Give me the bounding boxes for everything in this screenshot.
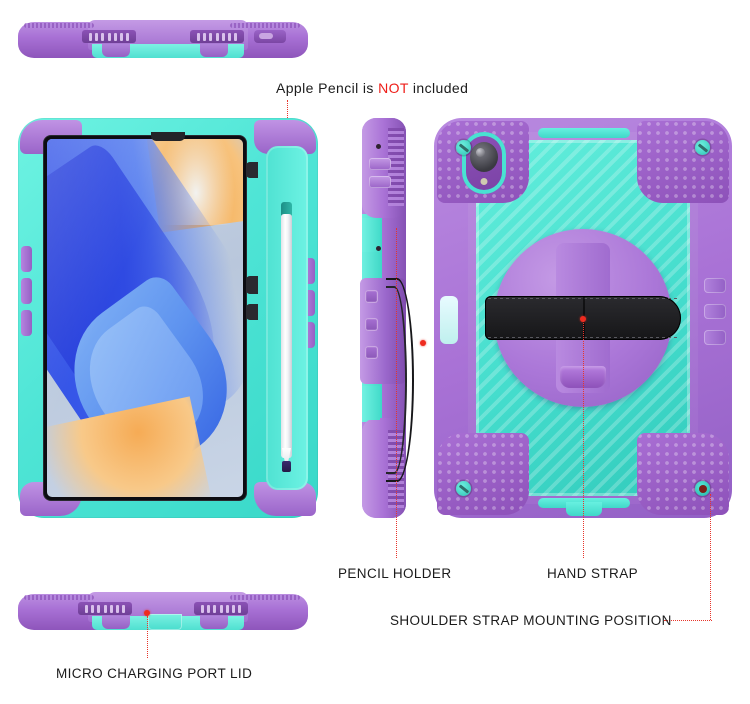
back-corner-top-right <box>637 121 729 203</box>
side-slot-3 <box>365 346 378 359</box>
hand-strap-leader-line <box>583 320 584 558</box>
case-top-notch-right <box>200 44 228 57</box>
pencil-holder-leader-line <box>396 228 397 558</box>
speaker-grille-left <box>82 30 136 43</box>
left-button-cover-3 <box>21 310 32 336</box>
side-teal-cutout-top <box>362 218 380 252</box>
pencil-body <box>281 214 292 458</box>
charging-port-leader-line <box>147 616 148 658</box>
pencil-tip <box>282 461 291 472</box>
camera-flash <box>480 178 488 185</box>
case-top-notch-left <box>102 44 130 57</box>
apple-pencil <box>281 202 292 472</box>
shoulder-strap-mount-bottom-right <box>695 481 710 496</box>
right-button-cover-2 <box>304 290 315 316</box>
back-side-tab-2 <box>704 304 726 319</box>
case-bottom-ridge-left <box>24 595 94 600</box>
case-bottom-ridge-right <box>230 595 300 600</box>
case-top-ridge-right <box>230 23 300 28</box>
left-button-cover-1 <box>21 246 32 272</box>
shoulder-strap-mount-top-right <box>695 140 710 155</box>
back-corner-bottom-left <box>437 433 529 515</box>
side-profile-view <box>358 118 426 518</box>
side-teal-cutout-bottom <box>362 386 380 420</box>
hand-strap-label: HAND STRAP <box>547 566 639 581</box>
pencil-cap <box>281 202 292 216</box>
tablet-screen <box>44 136 246 500</box>
inner-bumper-top <box>246 162 258 178</box>
volume-button-cover-top <box>369 158 391 170</box>
case-bottom-notch-right <box>200 616 228 629</box>
back-side-tab-3 <box>704 330 726 345</box>
bottom-speaker-grille-left <box>78 602 132 615</box>
back-left-button-cover <box>440 296 458 344</box>
wallpaper-gloss-overlay <box>47 139 243 497</box>
back-side-tab-1 <box>704 278 726 293</box>
inner-bumper-middle <box>246 276 258 294</box>
front-camera-notch <box>151 132 185 141</box>
inner-bumper-lower <box>246 304 258 320</box>
pencil-holder-label: PENCIL HOLDER <box>338 566 452 581</box>
speaker-grille-right <box>190 30 244 43</box>
back-corner-bottom-right <box>637 433 729 515</box>
pencil-notice-prefix: Apple Pencil is <box>276 80 374 96</box>
right-button-cover-1 <box>304 258 315 284</box>
shoulder-strap-mount-bottom-left <box>456 481 471 496</box>
pencil-notice-label: Apple Pencil is NOT included <box>276 80 468 96</box>
back-teal-tab-top <box>538 128 630 138</box>
camera-lens <box>470 142 498 172</box>
power-button-cover <box>254 30 286 43</box>
side-slot-2 <box>365 318 378 331</box>
screen-wallpaper <box>47 139 243 497</box>
micro-charging-port-lid <box>148 614 182 630</box>
charging-port-label: MICRO CHARGING PORT LID <box>56 666 253 681</box>
side-slot-1 <box>365 290 378 303</box>
left-button-cover-2 <box>21 278 32 304</box>
pencil-tip-cone <box>282 448 291 462</box>
case-top-ridge-left <box>24 23 94 28</box>
side-microphone-hole <box>376 144 381 149</box>
pencil-notice-emphasis: NOT <box>378 80 409 96</box>
volume-button-cover-bottom <box>369 176 391 188</box>
charging-port-marker-dot <box>144 610 150 616</box>
pencil-holder-marker-dot <box>420 340 426 346</box>
case-bottom-notch-left <box>102 616 130 629</box>
side-sensor-hole <box>376 246 381 251</box>
shoulder-strap-mount-top-left <box>456 140 471 155</box>
shoulder-strap-leader-horizontal <box>664 620 712 621</box>
right-button-cover-3 <box>304 322 315 348</box>
bottom-speaker-grille-right <box>194 602 248 615</box>
bottom-edge-view <box>18 586 308 636</box>
back-bottom-center-tab <box>566 502 602 516</box>
pencil-notice-suffix: included <box>412 80 469 96</box>
shoulder-strap-leader-vertical <box>710 494 711 620</box>
hand-strap-marker-dot <box>580 316 586 322</box>
front-view <box>18 118 318 518</box>
case-side-ridges-top <box>388 128 404 206</box>
top-edge-view <box>18 14 308 64</box>
shoulder-strap-label: SHOULDER STRAP MOUNTING POSITION <box>390 613 672 628</box>
